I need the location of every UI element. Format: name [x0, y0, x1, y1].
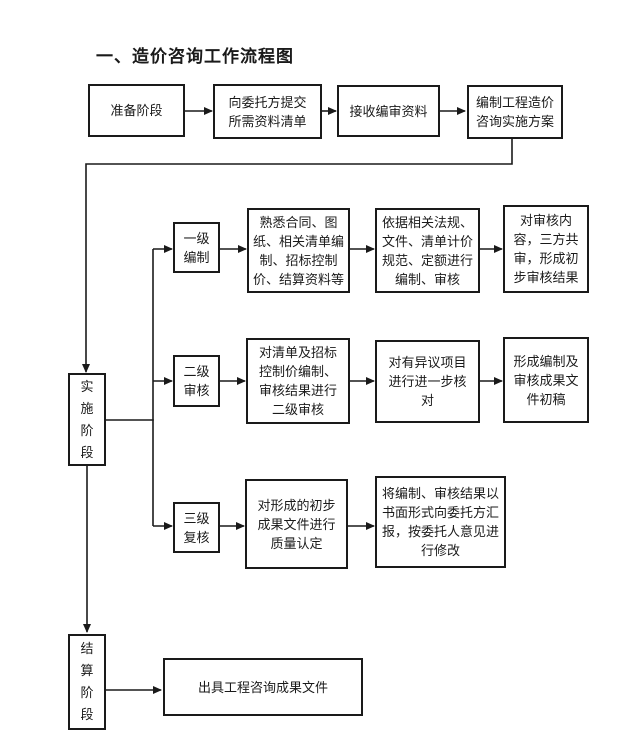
- flow-node-receive-materials: 接收编审资料: [337, 85, 440, 137]
- flow-node-level2-step3: 形成编制及审核成果文件初稿: [503, 337, 589, 423]
- flow-node-settlement-stage: 结算阶段: [68, 634, 106, 730]
- flow-node-level1-label: 一级编制: [173, 222, 220, 273]
- page-title: 一、造价咨询工作流程图: [96, 47, 294, 66]
- flow-node-implementation-plan: 编制工程造价咨询实施方案: [467, 85, 563, 139]
- flow-node-level1-step2: 依据相关法规、文件、清单计价规范、定额进行编制、审核: [375, 208, 480, 293]
- implementation-stage-label: 实施阶段: [80, 378, 94, 460]
- flow-node-level2-step1: 对清单及招标控制价编制、审核结果进行二级审核: [246, 338, 350, 424]
- connector-plan-to-implementation: [82, 139, 513, 373]
- flow-node-submit-material-list: 向委托方提交所需资料清单: [213, 84, 322, 139]
- flow-node-level3-step2: 将编制、审核结果以书面形式向委托方汇报，按委托人意见进行修改: [375, 476, 506, 568]
- flow-node-level3-label: 三级复核: [173, 502, 220, 553]
- flow-node-implementation-stage: 实施阶段: [68, 373, 106, 466]
- flow-node-level2-step2: 对有异议项目进行进一步核对: [375, 340, 480, 423]
- flow-node-final-deliverable: 出具工程咨询成果文件: [163, 658, 363, 716]
- settlement-stage-label: 结算阶段: [80, 641, 94, 722]
- flow-node-level1-step1: 熟悉合同、图纸、相关清单编制、招标控制价、结算资料等: [247, 208, 350, 293]
- flow-node-prepare-stage: 准备阶段: [88, 84, 185, 137]
- flow-node-level2-label: 二级审核: [173, 355, 220, 407]
- flow-node-level3-step1: 对形成的初步成果文件进行质量认定: [245, 479, 348, 569]
- flow-node-level1-step3: 对审核内容，三方共审，形成初步审核结果: [503, 205, 589, 293]
